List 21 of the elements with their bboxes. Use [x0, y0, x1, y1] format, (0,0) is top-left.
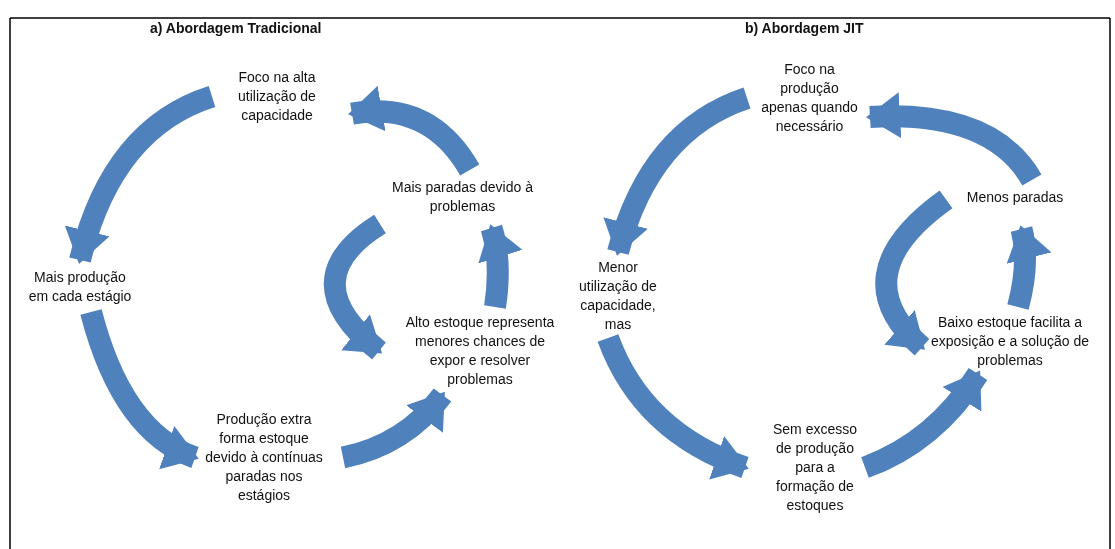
curved-arrow [80, 309, 200, 468]
curved-arrow [875, 190, 953, 356]
panel-heading: b) Abordagem JIT [745, 20, 864, 36]
node-text: Baixo estoque facilita a exposição e a solução de problemas [930, 313, 1090, 370]
curved-arrow [340, 388, 452, 469]
node-text: Sem excesso de produção para a formação de estoques [771, 420, 858, 515]
curved-arrow [477, 224, 522, 309]
node-text: Menor utilização de capacidade, mas [578, 258, 658, 334]
node-text: Produção extra forma estoque devido à contínuas paradas nos estágios [205, 410, 323, 505]
node-text: Menos paradas [965, 188, 1065, 207]
curved-arrow [597, 333, 749, 479]
node-text: Mais produção em cada estágio [27, 268, 133, 306]
curved-arrow [604, 87, 751, 256]
curved-arrow [1005, 225, 1051, 310]
node-text: Foco na produção apenas quando necessário [760, 60, 859, 136]
node-text: Foco na alta utilização de capacidade [237, 68, 317, 125]
node-text: Mais paradas devido à problemas [391, 178, 534, 216]
panel-heading: a) Abordagem Tradicional [150, 20, 322, 36]
node-text: Alto estoque representa menores chances de expor e resolver problemas [405, 313, 555, 389]
curved-arrow [65, 86, 216, 264]
curved-arrow [860, 367, 988, 478]
